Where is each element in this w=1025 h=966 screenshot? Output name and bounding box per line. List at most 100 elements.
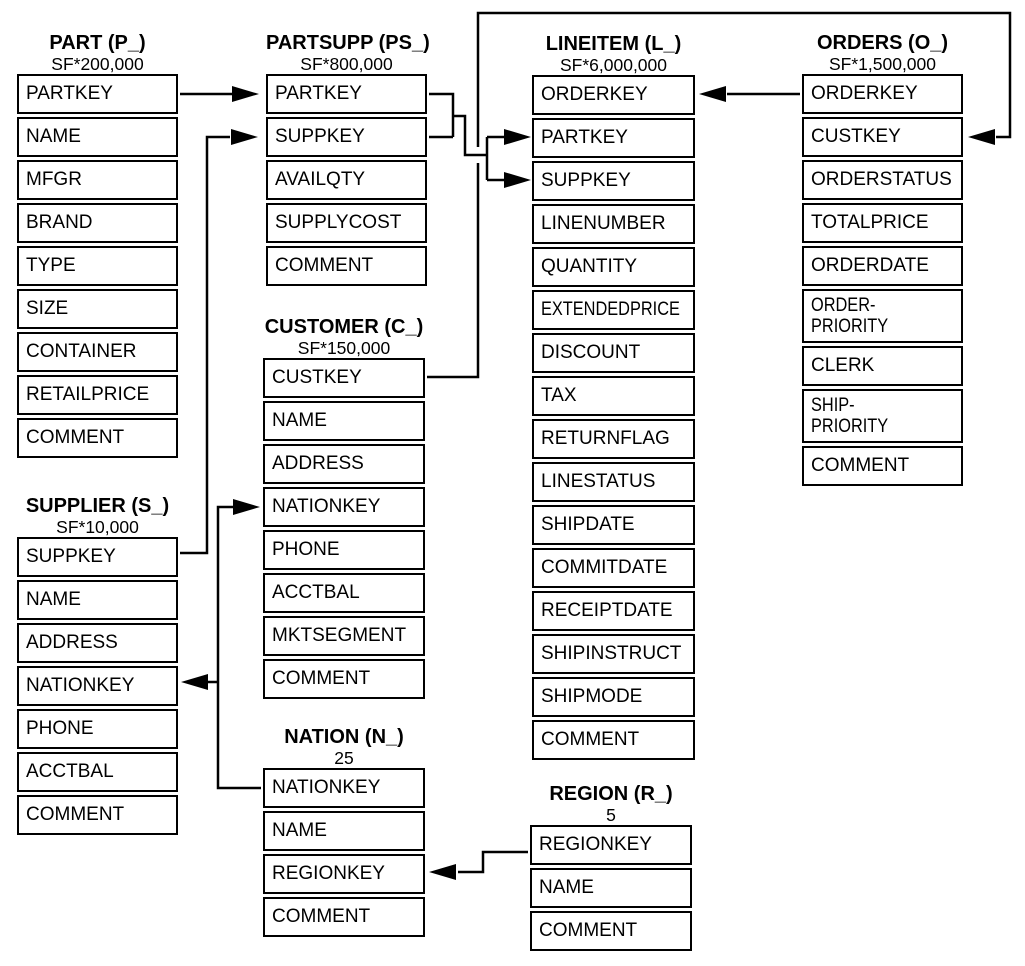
arrowhead-right-icon [504, 172, 531, 188]
column-shipinstruct: SHIPINSTRUCT [532, 634, 695, 674]
column-label: TOTALPRICE [811, 212, 929, 234]
table-title: ORDERS (O_) [816, 32, 949, 54]
table-cardinality: SF*10,000 [56, 517, 139, 537]
column-label: LINESTATUS [541, 471, 656, 493]
table-partsupp: PARTSUPP (PS_) SF*800,000 PARTKEY SUPPKEY… [266, 32, 430, 289]
column-orderkey: ORDERKEY [532, 75, 695, 115]
column-ship-priority: SHIP- PRIORITY [802, 389, 963, 443]
table-title: CUSTOMER (C_) [264, 316, 424, 338]
column-label: COMMENT [272, 906, 371, 928]
arrowhead-left-icon [429, 864, 456, 880]
table-cardinality: SF*800,000 [300, 54, 393, 74]
column-acctbal: ACCTBAL [263, 573, 425, 613]
column-phone: PHONE [263, 530, 425, 570]
column-label: COMMENT [26, 427, 125, 449]
column-orderstatus: ORDERSTATUS [802, 160, 963, 200]
column-clerk: CLERK [802, 346, 963, 386]
column-retailprice: RETAILPRICE [17, 375, 178, 415]
column-comment: COMMENT [17, 418, 178, 458]
column-label: REGIONKEY [272, 863, 385, 885]
column-nationkey: NATIONKEY [17, 666, 178, 706]
column-linestatus: LINESTATUS [532, 462, 695, 502]
column-comment: COMMENT [17, 795, 178, 835]
column-label: BRAND [26, 212, 93, 234]
column-partkey: PARTKEY [532, 118, 695, 158]
column-label: COMMENT [539, 920, 638, 942]
column-shipdate: SHIPDATE [532, 505, 695, 545]
arrowhead-right-icon [233, 499, 260, 515]
column-address: ADDRESS [17, 623, 178, 663]
column-receiptdate: RECEIPTDATE [532, 591, 695, 631]
column-label: CUSTKEY [811, 126, 901, 148]
table-header: REGION (R_) 5 [530, 783, 692, 825]
column-label: NAME [26, 126, 81, 148]
table-cardinality: SF*6,000,000 [559, 55, 668, 75]
table-part: PART (P_) SF*200,000 PARTKEY NAME MFGR BRAN… [17, 32, 178, 461]
column-label: ACCTBAL [272, 582, 360, 604]
arrowhead-right-icon [504, 129, 531, 145]
column-label: MFGR [26, 169, 82, 191]
column-label: CUSTKEY [272, 367, 362, 389]
column-label: ADDRESS [26, 632, 118, 654]
column-order-priority: ORDER- PRIORITY [802, 289, 963, 343]
column-shipmode: SHIPMODE [532, 677, 695, 717]
column-label: CLERK [811, 355, 875, 377]
column-label: ORDERKEY [541, 84, 648, 106]
connector-part-partkey-to-partsupp [180, 86, 259, 102]
column-comment: COMMENT [802, 446, 963, 486]
arrowhead-left-icon [699, 86, 726, 102]
column-label: LINENUMBER [541, 213, 666, 235]
column-name: NAME [263, 401, 425, 441]
column-label: ORDERSTATUS [811, 169, 952, 191]
table-cardinality: 5 [606, 805, 616, 825]
column-label: RETAILPRICE [26, 384, 150, 406]
column-regionkey: REGIONKEY [263, 854, 425, 894]
table-cardinality: SF*200,000 [51, 54, 144, 74]
table-title: PART (P_) [49, 32, 146, 54]
column-label: PHONE [272, 539, 340, 561]
column-supplycost: SUPPLYCOST [266, 203, 427, 243]
column-comment: COMMENT [530, 911, 692, 951]
column-label: NATIONKEY [272, 777, 381, 799]
column-quantity: QUANTITY [532, 247, 695, 287]
column-label: SHIPINSTRUCT [541, 643, 682, 665]
column-label: NAME [272, 410, 327, 432]
table-title: PARTSUPP (PS_) [266, 32, 430, 54]
column-partkey: PARTKEY [17, 74, 178, 114]
column-label: CONTAINER [26, 341, 137, 363]
column-phone: PHONE [17, 709, 178, 749]
column-orderkey: ORDERKEY [802, 74, 963, 114]
column-comment: COMMENT [263, 659, 425, 699]
connector-region-regionkey-to-nation [429, 850, 528, 880]
column-label: COMMENT [26, 804, 125, 826]
column-suppkey: SUPPKEY [266, 117, 427, 157]
column-label: EXTENDEDPRICE [541, 299, 680, 321]
column-label: DISCOUNT [541, 342, 641, 364]
column-label: PARTKEY [26, 83, 113, 105]
column-label: ACCTBAL [26, 761, 114, 783]
column-size: SIZE [17, 289, 178, 329]
column-label: REGIONKEY [539, 834, 652, 856]
arrowhead-left-icon [968, 129, 995, 145]
column-label: COMMENT [541, 729, 640, 751]
table-header: ORDERS (O_) SF*1,500,000 [802, 32, 963, 74]
table-title: SUPPLIER (S_) [25, 495, 170, 517]
column-tax: TAX [532, 376, 695, 416]
connector-orders-orderkey-to-lineitem [699, 86, 800, 102]
column-label: PARTKEY [275, 83, 362, 105]
column-label: TYPE [26, 255, 76, 277]
column-suppkey: SUPPKEY [17, 537, 178, 577]
arrowhead-right-icon [231, 129, 258, 145]
column-address: ADDRESS [263, 444, 425, 484]
table-cardinality: SF*1,500,000 [828, 54, 937, 74]
table-title: NATION (N_) [284, 726, 404, 748]
column-name: NAME [530, 868, 692, 908]
